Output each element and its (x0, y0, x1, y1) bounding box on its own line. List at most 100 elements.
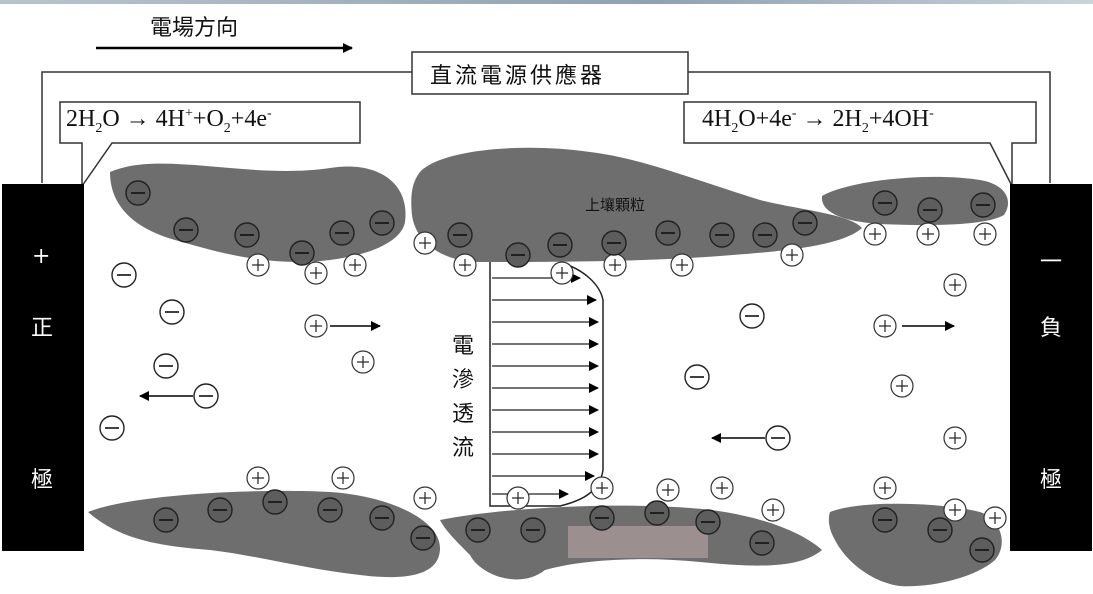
anion-ion (752, 222, 778, 248)
cation-ion (603, 253, 627, 277)
cation-ion (670, 253, 694, 277)
anode-equation-callout (59, 101, 361, 189)
cation-ion (413, 486, 437, 510)
anion-ion (792, 210, 818, 236)
anion-ion (153, 353, 179, 379)
cation-ion (943, 426, 967, 450)
anion-ion (173, 217, 199, 243)
anion-ion (465, 517, 491, 543)
anion-ion (695, 509, 721, 535)
cation-ion (246, 466, 270, 490)
electroosmotic-flow-char: 透 (452, 402, 475, 427)
anion-ion (644, 500, 670, 526)
flow-arrows (492, 273, 599, 499)
electroosmotic-flow-char: 電 (452, 334, 475, 359)
anion-ion (329, 220, 355, 246)
cation-ion (413, 231, 437, 255)
field-direction-label: 電場方向 (150, 16, 239, 41)
cation-ion (304, 314, 328, 338)
cation-ion (656, 478, 680, 502)
anion-ion (872, 190, 898, 216)
anion-ion (447, 222, 473, 248)
cation-ion (453, 253, 477, 277)
cation-ion (780, 243, 804, 267)
anion-ion (969, 537, 995, 563)
power-supply-label: 直流電源供應器 (430, 64, 606, 89)
cation-ion (873, 476, 897, 500)
anion-ion (520, 517, 546, 543)
anion-ion (153, 507, 179, 533)
cation-ion (873, 314, 897, 338)
cathode-label-char: 極 (1040, 468, 1063, 493)
anion-ion (684, 364, 710, 390)
cation-ion (916, 222, 940, 246)
anion-ion (505, 242, 531, 268)
anode-label-char: 極 (31, 468, 54, 493)
anion-ion (125, 180, 151, 206)
power-supply-box (411, 51, 689, 95)
anion-ion (749, 530, 775, 556)
ions (99, 180, 1007, 563)
anion-ion (655, 220, 681, 246)
anion-ion (917, 197, 943, 223)
cation-ion (351, 350, 375, 374)
circuit-wire (41, 71, 1051, 183)
electroosmotic-flow-char: 滲 (452, 368, 475, 393)
cathode-reaction-equation: 4H2O+4e- → 2H2+4OH- (702, 106, 934, 136)
cation-ion (304, 261, 328, 285)
cathode-sign: 一 (1040, 250, 1063, 275)
cation-ion (983, 506, 1007, 530)
anion-ion (369, 505, 395, 531)
cation-ion (506, 486, 530, 510)
anion-ion (159, 299, 185, 325)
flow-profile-outline (489, 261, 604, 507)
anion-ion (589, 505, 615, 531)
anion-ion (317, 497, 343, 523)
soil-particle (110, 163, 406, 262)
anion-ion (872, 507, 898, 533)
cation-ion (550, 261, 574, 285)
anion-ion (927, 517, 953, 543)
soil-particle (828, 503, 1002, 587)
cation-ion (246, 253, 270, 277)
anode-label-char: 正 (31, 316, 54, 341)
cation-ion (761, 498, 785, 522)
anion-ion (739, 303, 765, 329)
cation-ion (943, 498, 967, 522)
cation-ion (710, 476, 734, 500)
anode-electrode (2, 184, 84, 551)
redaction-block (568, 526, 708, 558)
anion-ion (970, 192, 996, 218)
cation-ion (863, 222, 887, 246)
anion-ion (99, 415, 125, 441)
anion-ion (709, 222, 735, 248)
cathode-label-char: 負 (1040, 316, 1063, 341)
cation-ion (973, 222, 997, 246)
cation-ion (331, 466, 355, 490)
cathode-electrode (1010, 184, 1092, 551)
cation-ion (343, 253, 367, 277)
anion-ion (234, 222, 260, 248)
anode-sign: + (32, 244, 51, 269)
anion-ion (369, 210, 395, 236)
electroosmotic-flow-char: 流 (452, 436, 475, 461)
anion-ion (262, 489, 288, 515)
anion-ion (193, 383, 219, 409)
soil-particle-label: 上壤顆粒 (585, 196, 646, 214)
soil-particle (411, 147, 862, 262)
top-border (0, 0, 1093, 4)
cation-ion (590, 476, 614, 500)
anion-ion (410, 525, 436, 551)
anion-ion (111, 262, 137, 288)
anion-ion (207, 497, 233, 523)
anion-ion (765, 425, 791, 451)
anion-ion (289, 240, 315, 266)
cation-ion (943, 273, 967, 297)
cathode-equation-callout (683, 101, 1037, 187)
anode-reaction-equation: 2H2O → 4H++O2+4e- (66, 106, 272, 136)
anion-ion (601, 230, 627, 256)
soil-particle (821, 176, 1009, 226)
anion-ion (547, 232, 573, 258)
cation-ion (890, 374, 914, 398)
